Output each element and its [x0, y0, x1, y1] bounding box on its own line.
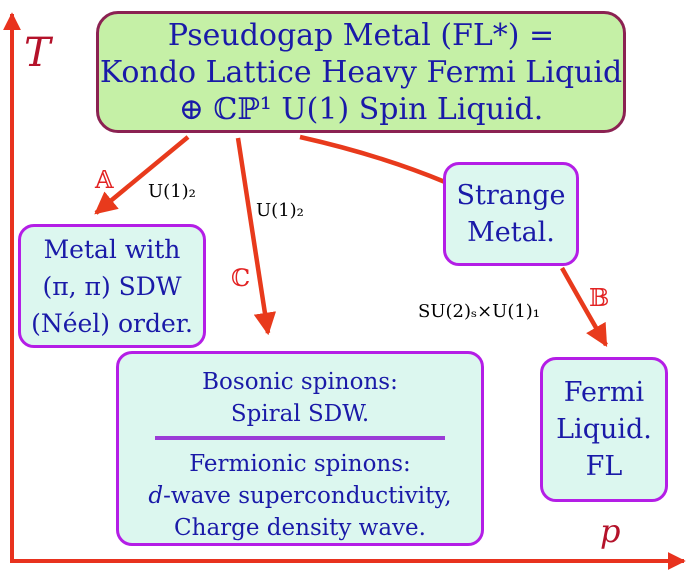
fermi-line-3: FL [585, 451, 623, 482]
transition-b-label: SU(2)ₛ×U(1)₁ [418, 301, 541, 322]
y-axis-label: T [24, 30, 51, 76]
pseudogap-line-2: Kondo Lattice Heavy Fermi Liquid [99, 54, 623, 90]
strange-line-1: Strange [456, 180, 566, 211]
transition-a-symbol: 𝔸 [95, 166, 114, 194]
bosonic-line-1: Bosonic spinons: [202, 369, 398, 395]
transition-c-label: U(1)₂ [256, 200, 304, 221]
pseudogap-line-3: ⊕ ℂℙ¹ U(1) Spin Liquid. [178, 91, 544, 127]
arrow-c [235, 137, 277, 336]
d-wave-italic: d [148, 483, 164, 509]
pseudogap-line-1: Pseudogap Metal (FL*) = [167, 17, 555, 53]
fermionic-line-3: Charge density wave. [174, 515, 426, 541]
transition-a-label: U(1)₂ [148, 181, 196, 202]
x-axis-label: p [600, 512, 621, 550]
transition-b-symbol: 𝔹 [589, 284, 610, 312]
arrow-a [94, 135, 190, 215]
sdw-line-3: (Néel) order. [31, 308, 193, 338]
sdw-line-1: Metal with [43, 234, 181, 264]
fermionic-line-2: d-wave superconductivity, [148, 483, 452, 509]
bosonic-line-2: Spiral SDW. [230, 401, 370, 427]
spinons-divider [155, 436, 445, 440]
pseudogap-metal-box: Pseudogap Metal (FL*) = Kondo Lattice He… [96, 11, 626, 133]
sdw-line-2: (π, π) SDW [42, 271, 182, 301]
strange-metal-box: Strange Metal. [443, 162, 579, 266]
fermionic-line-1: Fermionic spinons: [189, 451, 411, 477]
sdw-metal-box: Metal with (π, π) SDW (Néel) order. [18, 224, 206, 348]
spinons-box: Bosonic spinons: Spiral SDW. Fermionic s… [116, 351, 484, 546]
fermi-line-1: Fermi [563, 377, 645, 408]
arrow-strange-link [299, 134, 446, 185]
transition-c-symbol: ℂ [231, 264, 251, 292]
arrow-b [560, 266, 608, 347]
strange-line-2: Metal. [467, 217, 555, 248]
fermi-liquid-box: Fermi Liquid. FL [540, 357, 668, 502]
fermi-line-2: Liquid. [556, 414, 652, 445]
